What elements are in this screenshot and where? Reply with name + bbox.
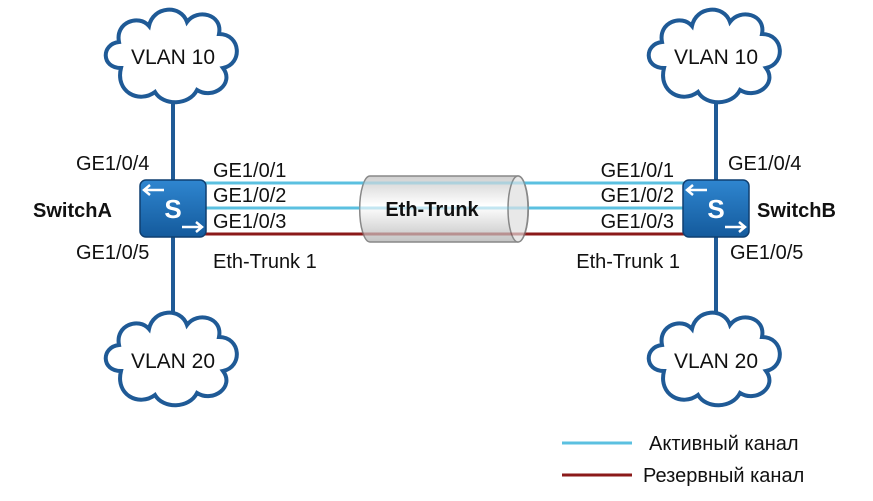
switch-b-icon: S bbox=[682, 179, 750, 238]
switch-b-trunk-port-2: GE1/0/2 bbox=[601, 185, 674, 207]
switch-b-trunk-port-3: GE1/0/3 bbox=[601, 211, 674, 233]
svg-text:S: S bbox=[164, 194, 181, 224]
switch-a-trunk-label: Eth-Trunk 1 bbox=[213, 251, 317, 273]
vlan10-right-label: VLAN 10 bbox=[674, 46, 758, 69]
eth-trunk-bundle bbox=[205, 175, 684, 243]
vlan20-right-label: VLAN 20 bbox=[674, 350, 758, 373]
eth-trunk-label: Eth-Trunk bbox=[385, 199, 479, 221]
switch-b-trunk-port-1: GE1/0/1 bbox=[601, 160, 674, 182]
switch-a-name: SwitchA bbox=[33, 200, 112, 222]
switch-b-port-up: GE1/0/4 bbox=[728, 153, 801, 175]
legend-active-label: Активный канал bbox=[649, 433, 799, 455]
legend-backup-label: Резервный канал bbox=[643, 465, 804, 487]
switch-a-port-up: GE1/0/4 bbox=[76, 153, 149, 175]
svg-text:S: S bbox=[707, 194, 724, 224]
switch-a-trunk-port-1: GE1/0/1 bbox=[213, 160, 286, 182]
switch-b-name: SwitchB bbox=[757, 200, 836, 222]
switch-b-port-down: GE1/0/5 bbox=[730, 242, 803, 264]
switch-a-port-down: GE1/0/5 bbox=[76, 242, 149, 264]
switch-b-trunk-label: Eth-Trunk 1 bbox=[576, 251, 680, 273]
switch-a-icon: S bbox=[139, 179, 207, 238]
vlan10-left-label: VLAN 10 bbox=[131, 46, 215, 69]
switch-a-trunk-port-2: GE1/0/2 bbox=[213, 185, 286, 207]
vlan20-left-label: VLAN 20 bbox=[131, 350, 215, 373]
legend: Активный канал Резервный канал bbox=[562, 433, 804, 487]
switch-a-trunk-port-3: GE1/0/3 bbox=[213, 211, 286, 233]
